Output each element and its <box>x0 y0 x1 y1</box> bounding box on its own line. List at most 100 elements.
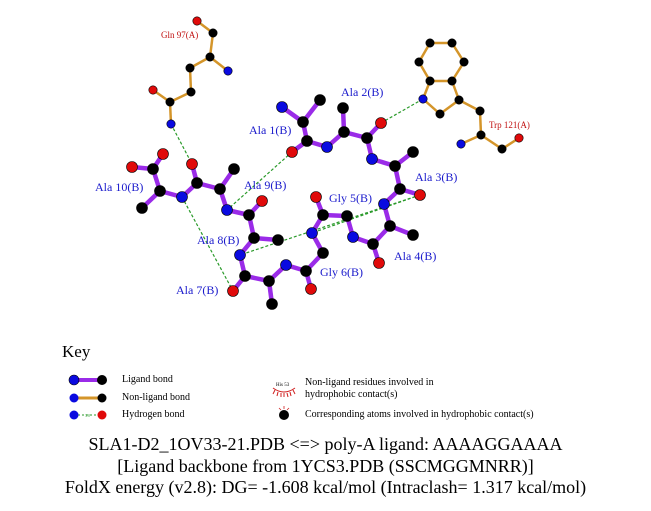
oxygen-atom <box>414 189 426 201</box>
carbon-atom <box>214 183 226 195</box>
carbon-atom <box>476 130 486 140</box>
hydrogen-bond <box>380 98 424 124</box>
hydrogen-bond-symbol: 3.0 <box>69 410 107 420</box>
hydrogen-bond <box>226 151 293 211</box>
hydrophobic-atom-symbol <box>278 406 290 420</box>
nitrogen-atom <box>276 101 288 113</box>
oxygen-atom <box>373 257 385 269</box>
nitrogen-atom <box>456 139 466 149</box>
ligand-label-ala2: Ala 2(B) <box>341 85 384 99</box>
ligand-label-ala4: Ala 4(B) <box>394 249 437 263</box>
carbon-atom <box>191 177 203 189</box>
oxygen-atom <box>305 283 317 295</box>
key-ligand-bond-label: Ligand bond <box>122 374 173 385</box>
carbon-atom <box>425 38 435 48</box>
nonligand-bond-symbol <box>69 393 107 403</box>
carbon-atom <box>459 57 469 67</box>
carbon-atom <box>367 238 379 250</box>
nitrogen-atom <box>176 191 188 203</box>
oxygen-atom <box>126 161 138 173</box>
carbon-atom <box>314 94 326 106</box>
carbon-atom <box>425 76 435 86</box>
carbon-atom <box>475 106 485 116</box>
nitrogen-atom <box>166 119 176 129</box>
oxygen-atom <box>192 16 202 26</box>
ligand-label-ala1: Ala 1(B) <box>249 123 292 137</box>
carbon-atom <box>317 209 329 221</box>
carbon-atom <box>454 95 464 105</box>
ligand-label-ala9: Ala 9(B) <box>244 178 287 192</box>
ligand-label-ala10: Ala 10(B) <box>95 180 144 194</box>
carbon-atom <box>147 163 159 175</box>
ligand-label-gly6: Gly 6(B) <box>320 265 363 279</box>
carbon-atom <box>297 116 309 128</box>
oxygen-atom <box>310 191 322 203</box>
hydrogen-bond <box>170 123 193 165</box>
key-hydrophobic-atoms-label: Corresponding atoms involved in hydropho… <box>305 409 534 420</box>
oxygen-atom <box>256 195 268 207</box>
nitrogen-atom <box>347 231 359 243</box>
ligand-label-ala7: Ala 7(B) <box>176 283 219 297</box>
oxygen-atom <box>157 148 169 160</box>
nitrogen-atom <box>306 227 318 239</box>
key-hydrogen-bond-label: Hydrogen bond <box>122 409 185 420</box>
carbon-atom <box>300 265 312 277</box>
residue-label-gln97: Gln 97(A) <box>161 30 199 40</box>
ligand-bond-symbol <box>68 374 107 386</box>
carbon-atom <box>414 57 424 67</box>
carbon-atom <box>165 97 175 107</box>
nitrogen-atom <box>223 66 233 76</box>
carbon-atom <box>394 183 406 195</box>
carbon-atom <box>337 102 349 114</box>
caption-line-3: FoldX energy (v2.8): DG= -1.608 kcal/mol… <box>64 477 587 497</box>
carbon-atom <box>384 220 396 232</box>
carbon-atom <box>248 232 260 244</box>
carbon-atom <box>266 298 278 310</box>
hydrophobic-residue-symbol <box>272 387 296 398</box>
oxygen-atom <box>375 117 387 129</box>
oxygen-atom <box>514 133 524 143</box>
nitrogen-atom <box>418 94 428 104</box>
carbon-atom <box>301 135 313 147</box>
carbon-atom <box>239 270 251 282</box>
carbon-atom <box>272 234 284 246</box>
nitrogen-atom <box>321 141 333 153</box>
oxygen-atom <box>227 285 239 297</box>
key-hydrophobic-residues-label: Non-ligand residues involved in hydropho… <box>305 377 434 400</box>
oxygen-atom <box>148 85 158 95</box>
caption-line-2: [Ligand backbone from 1YCS3.PDB (SSCMGGM… <box>117 456 534 476</box>
hydrogen-bond <box>239 194 421 256</box>
carbon-atom <box>435 109 445 119</box>
nitrogen-atom <box>221 204 233 216</box>
carbon-atom <box>338 126 350 138</box>
carbon-atom <box>407 229 419 241</box>
carbon-atom <box>361 132 373 144</box>
carbon-atom <box>186 87 196 97</box>
carbon-atom <box>389 160 401 172</box>
carbon-atom <box>341 210 353 222</box>
carbon-atom <box>154 185 166 197</box>
residue-label-trp121: Trp 121(A) <box>489 120 530 130</box>
carbon-atom <box>497 144 507 154</box>
carbon-atom <box>317 247 329 259</box>
nitrogen-atom <box>378 198 390 210</box>
carbon-atom <box>185 63 195 73</box>
carbon-atom <box>136 202 148 214</box>
caption-line-1: SLA1-D2_1OV33-21.PDB <=> poly-A ligand: … <box>88 434 563 454</box>
hydrophobic-example-label: His 53 <box>276 383 290 388</box>
carbon-atom <box>447 38 457 48</box>
oxygen-atom <box>186 158 198 170</box>
carbon-atom <box>243 209 255 221</box>
nitrogen-atom <box>234 249 246 261</box>
carbon-atom <box>263 275 275 287</box>
key-title: Key <box>62 342 91 361</box>
carbon-atom <box>228 163 240 175</box>
carbon-atom <box>208 28 218 38</box>
hydrogen-bond <box>181 196 234 292</box>
svg-text:3.0: 3.0 <box>85 413 90 418</box>
nitrogen-atom <box>366 153 378 165</box>
hydrogen-bond <box>311 194 421 234</box>
